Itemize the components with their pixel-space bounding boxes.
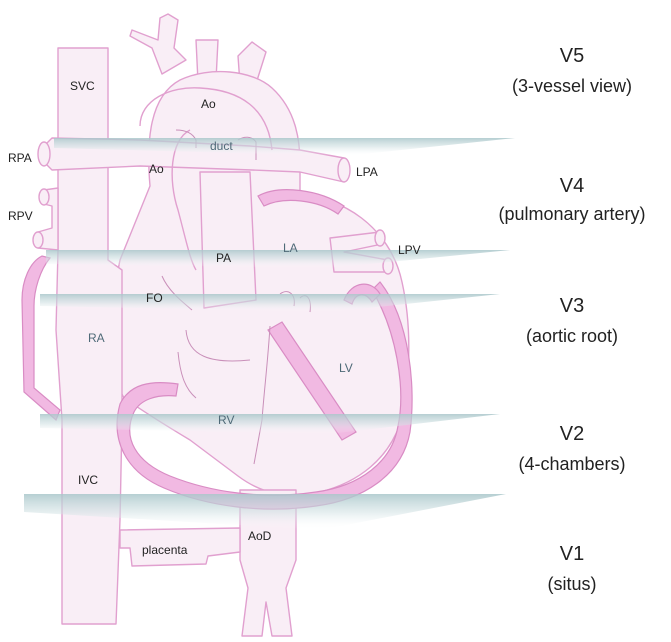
view-v1-subtitle: (situs) (548, 574, 597, 594)
view-v4-subtitle: (pulmonary artery) (498, 204, 645, 224)
view-v5-title: V5 (560, 45, 584, 67)
label-rv: RV (218, 413, 234, 427)
label-aod: AoD (248, 529, 272, 543)
label-ao-mid: Ao (149, 162, 164, 176)
view-labels: V5 (3-vessel view) V4 (pulmonary artery)… (498, 45, 645, 594)
heart-anatomy (33, 14, 409, 636)
label-placenta: placenta (142, 543, 188, 557)
view-v3-subtitle: (aortic root) (526, 326, 618, 346)
view-v2-title: V2 (560, 423, 584, 445)
view-v2-subtitle: (4-chambers) (518, 454, 625, 474)
label-ao-top: Ao (201, 97, 216, 111)
label-la: LA (283, 241, 298, 255)
label-ra: RA (88, 331, 105, 345)
view-v4-title: V4 (560, 175, 584, 197)
label-ivc: IVC (78, 473, 98, 487)
label-svc: SVC (70, 79, 95, 93)
label-fo: FO (146, 291, 163, 305)
label-lpv: LPV (398, 243, 421, 257)
label-rpv: RPV (8, 209, 33, 223)
view-v5-subtitle: (3-vessel view) (512, 76, 632, 96)
view-v1-title: V1 (560, 543, 584, 565)
label-rpa: RPA (8, 151, 32, 165)
pulmonary-trunk (200, 172, 256, 308)
label-pa: PA (216, 251, 231, 265)
view-v3-title: V3 (560, 295, 584, 317)
label-lv: LV (339, 361, 353, 375)
label-duct: duct (210, 139, 233, 153)
brachiocephalic-vessel (130, 14, 186, 74)
label-lpa: LPA (356, 165, 378, 179)
